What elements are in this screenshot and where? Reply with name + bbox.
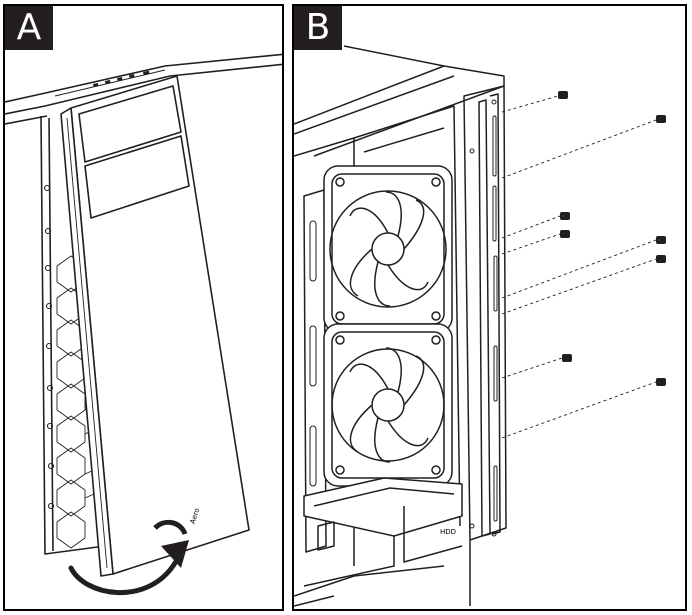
left-rail [303,189,327,553]
step-b-panel: B [292,4,687,611]
step-a-panel: A [3,4,284,611]
front-slots [492,115,498,522]
screw-guide-lines [501,95,657,439]
fan-top [323,165,453,333]
frame-holes [43,184,55,510]
hdd-marking: HDD [440,528,457,536]
step-b-badge: B [294,6,342,50]
case-frame [40,115,106,555]
hdd-cage [303,477,463,537]
bay-cover-upper [78,85,182,163]
step-a-badge: A [5,6,53,50]
frame-holes [469,99,497,537]
front-frame [463,85,507,541]
fan-installation-illustration [294,45,666,607]
rotation-arrow [68,551,184,595]
screws [558,91,666,386]
front-panel-removal-illustration [5,53,282,595]
case-top [294,65,505,157]
bay-cover-lower [84,135,190,219]
top-io-buttons [93,70,150,87]
rotation-arrow-head [161,540,189,568]
case-top [5,53,282,103]
fan-bottom [323,323,453,487]
